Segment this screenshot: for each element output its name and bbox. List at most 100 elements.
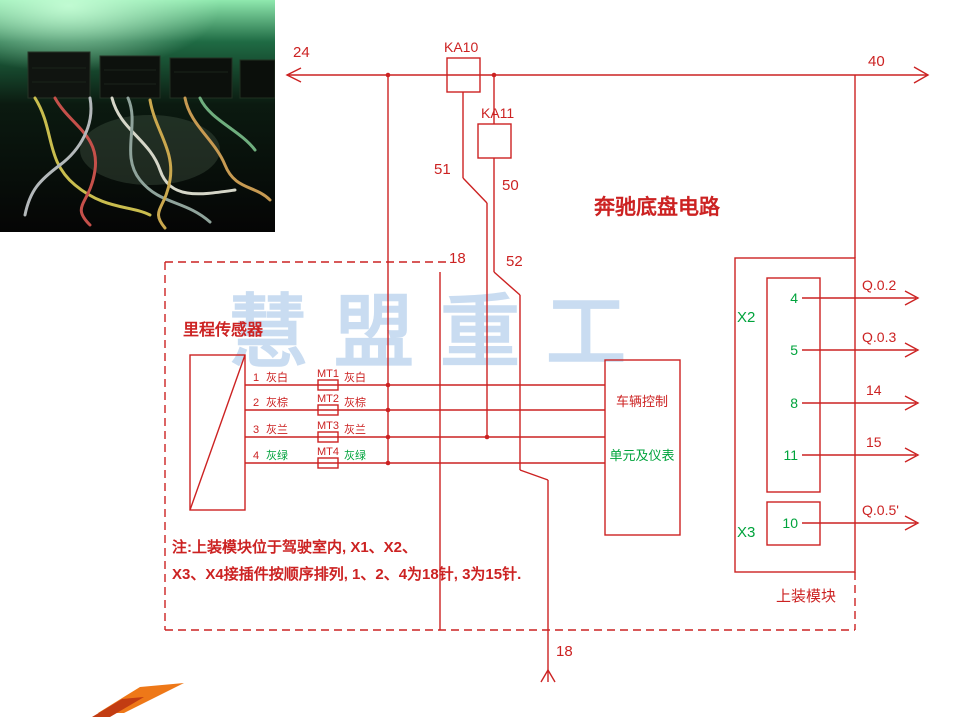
junction-dot (385, 434, 391, 440)
wire-number: 1 (253, 372, 259, 384)
bus-right-label: 40 (868, 53, 885, 70)
gold-wire (148, 98, 173, 230)
x2-pin-5: 5 (790, 342, 855, 358)
top-bus: 24 40 (285, 44, 930, 84)
red-wire (53, 96, 97, 227)
feed-wire (385, 72, 391, 463)
wire-color-label: 灰棕 (266, 395, 288, 409)
junction-dot (385, 460, 391, 466)
white-wire (110, 96, 237, 196)
tan-wire (183, 96, 272, 202)
mt-connector-symbol (317, 431, 339, 443)
output-15: 15 (855, 434, 920, 463)
ka10-wire-diagonal (462, 177, 488, 204)
output-q05: Q.0.5' (855, 502, 920, 531)
pin-number: 8 (790, 395, 798, 411)
control-unit-line1: 车辆控制 (616, 394, 668, 409)
output-q03: Q.0.3 (855, 329, 920, 358)
wire-color-label: 灰绿 (266, 448, 288, 462)
wire-color-label: 灰白 (266, 370, 288, 384)
x2-pin-4: 4 (790, 290, 855, 306)
dashed-enclosure (164, 261, 856, 631)
green-wire (198, 96, 257, 152)
wire-color-label: 灰棕 (344, 395, 366, 409)
sensor-box (189, 354, 246, 511)
silver-wire (23, 96, 93, 217)
net-18-bottom-label: 18 (556, 643, 573, 660)
pin-number: 11 (783, 447, 798, 463)
right-arrow-icon (904, 290, 920, 306)
wire-color-label: 灰兰 (266, 422, 288, 436)
ka11-wire-diagonal (493, 271, 521, 296)
wire-number: 4 (253, 450, 259, 462)
net-18-wire: 18 (439, 250, 466, 630)
connector-block (99, 55, 161, 99)
pin-number: 5 (790, 342, 798, 358)
x2-pin-11: 11 (783, 447, 855, 463)
wire-number: 2 (253, 397, 259, 409)
wire-row-1: 1 灰白 MT1 灰白 (245, 368, 605, 391)
x2-connector-box (766, 277, 821, 493)
connector-blocks (27, 51, 275, 99)
sensor-label: 里程传感器 (183, 320, 264, 339)
control-unit-box (604, 359, 681, 536)
logo-swoosh-red (92, 697, 144, 717)
connector-block (239, 59, 275, 99)
right-arrow-icon (904, 515, 920, 531)
wire-color-label: 灰绿 (344, 448, 366, 462)
net-50-label: 50 (502, 177, 519, 194)
yellow-wire (33, 96, 152, 217)
note-line2: X3、X4接插件按顺序排列, 1、2、4为18针, 3为15针. (172, 565, 521, 583)
wire-row-3: 3 灰兰 MT3 灰兰 (245, 420, 605, 443)
mt-label: MT2 (317, 393, 339, 405)
ka11-label: KA11 (481, 105, 514, 121)
exit-diagonal (519, 469, 549, 481)
module-caption: 上装模块 (776, 588, 836, 605)
wire-color-label: 灰兰 (344, 422, 366, 436)
control-unit-line2: 单元及仪表 (609, 448, 674, 463)
relay-ka11: KA11 50 52 (477, 72, 523, 470)
control-unit: 车辆控制 单元及仪表 (604, 359, 681, 536)
up-arrow-icon (540, 668, 556, 683)
ka10-label: KA10 (444, 39, 478, 55)
left-arrow-icon (285, 67, 302, 83)
junction-dot (385, 72, 391, 78)
connector-block (169, 57, 233, 99)
connector-block (27, 51, 91, 99)
net-18-top-label: 18 (449, 250, 466, 267)
company-logo (92, 683, 184, 717)
wire-harness (23, 96, 272, 230)
bus-left-label: 24 (293, 44, 310, 61)
mileage-sensor: 里程传感器 (183, 320, 264, 511)
output-label: Q.0.3 (862, 329, 896, 345)
wire-color-label: 灰白 (344, 370, 366, 384)
mt-label: MT3 (317, 420, 339, 432)
x3-pin-10: 10 (782, 515, 855, 531)
output-label: Q.0.2 (862, 277, 896, 293)
output-14: 14 (855, 382, 920, 411)
mt-connector-symbol (317, 457, 339, 469)
relay-ka10: KA10 51 (434, 39, 490, 440)
mt-connector-symbol (317, 404, 339, 416)
right-arrow-icon (904, 395, 920, 411)
x3-label: X3 (737, 524, 755, 541)
sensor-diagonal (189, 354, 246, 511)
pin-number: 10 (782, 515, 798, 531)
diagram-title: 奔驰底盘电路 (594, 195, 721, 219)
mt-label: MT4 (317, 446, 339, 458)
net-51-label: 51 (434, 161, 451, 178)
x2-pin-8: 8 (790, 395, 855, 411)
mt-connector-symbol (317, 379, 339, 391)
output-label: Q.0.5' (862, 502, 899, 518)
junction-dot (491, 72, 497, 78)
upper-module: X2 4 5 8 11 X3 10 上装模块 (734, 75, 856, 605)
bottom-exit-wire: 18 (519, 469, 573, 683)
net-52-label: 52 (506, 253, 523, 270)
right-arrow-icon (913, 66, 930, 84)
x2-label: X2 (737, 309, 755, 326)
right-arrow-icon (904, 447, 920, 463)
module-outer-box (734, 257, 856, 573)
gray-wire (126, 96, 212, 224)
